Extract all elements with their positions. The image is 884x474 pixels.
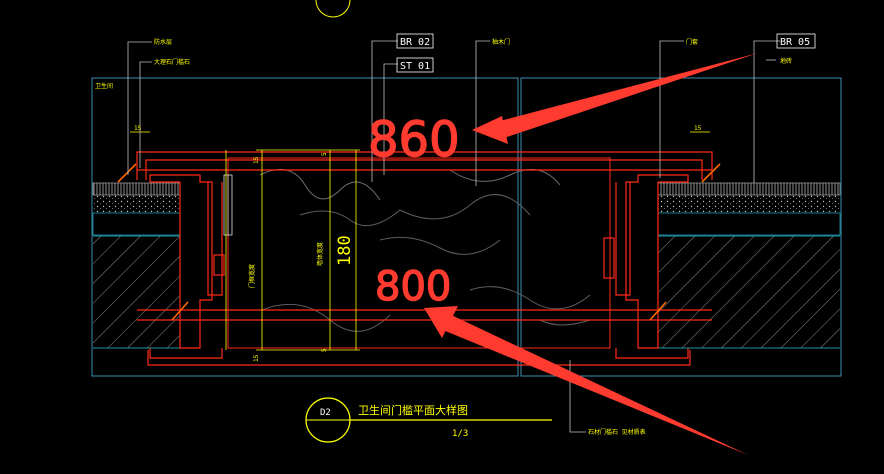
tick-marks [117,163,721,321]
tag-st01: ST 01 [400,61,430,72]
title-block [305,397,552,443]
leader-stone-sill-note: 石材门槛石 见材质表 [588,428,646,436]
leader-floor-tile: 地砖 [780,57,792,65]
title-scale: 1/3 [452,429,468,439]
annotation-800: 800 [375,264,451,310]
dim-15-top: 15 [253,156,260,164]
tag-boxes [396,33,816,73]
room-label-bathroom: 卫生间 [95,82,113,90]
dim-label-wall-width: 墙体宽度 [316,242,324,266]
leader-waterproof: 防水层 [154,38,172,46]
right-floor-section [657,182,841,349]
dim-5-bottom: 5 [321,348,328,352]
tag-br05: BR 05 [780,37,810,48]
dim-15-bottom: 15 [253,354,260,362]
door-casing [136,151,713,366]
leader-marble-sill: 大理石门槛石 [154,58,190,66]
title-bubble-id: D2 [320,408,331,418]
dim-15-right: 15 [694,125,702,132]
annotation-arrow-top [472,53,758,144]
tag-br02: BR 02 [400,37,430,48]
annotation-arrow-bottom [424,306,748,455]
dim-label-frame-width: 门框宽度 [248,264,256,288]
title-text: 卫生间门槛平面大样图 [358,403,468,417]
dim-180: 180 [335,235,355,266]
leader-lines [127,40,780,433]
dim-15-left: 15 [134,125,142,132]
top-bubble-partial [315,0,351,18]
leader-teak-door: 柚木门 [492,38,510,46]
annotation-860: 860 [368,112,460,168]
dimension-lines [130,131,710,351]
door-panel-detail [223,174,233,236]
dim-5-top: 5 [321,152,328,156]
left-floor-section [92,182,181,349]
leader-door-casing: 门套 [686,38,698,46]
